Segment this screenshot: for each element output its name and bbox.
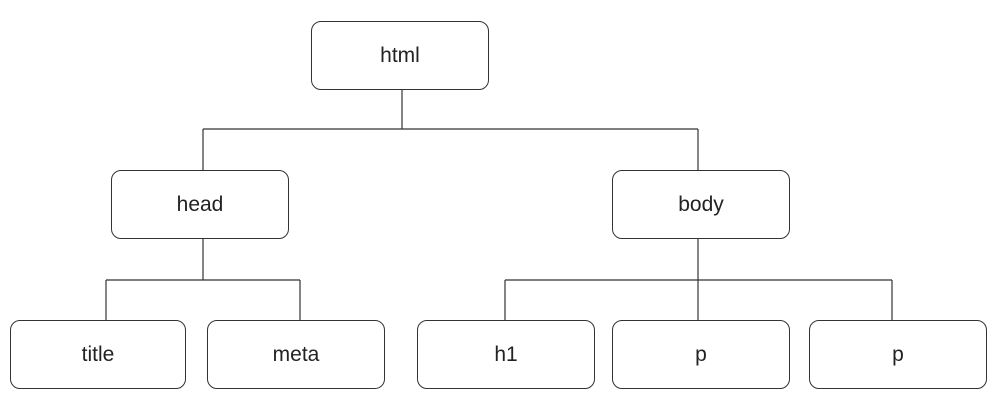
node-html: html [311,21,489,90]
node-p-1: p [612,320,790,389]
node-meta: meta [207,320,385,389]
node-head: head [111,170,289,239]
node-h1: h1 [417,320,595,389]
node-title: title [10,320,186,389]
node-p-2: p [809,320,987,389]
node-body: body [612,170,790,239]
